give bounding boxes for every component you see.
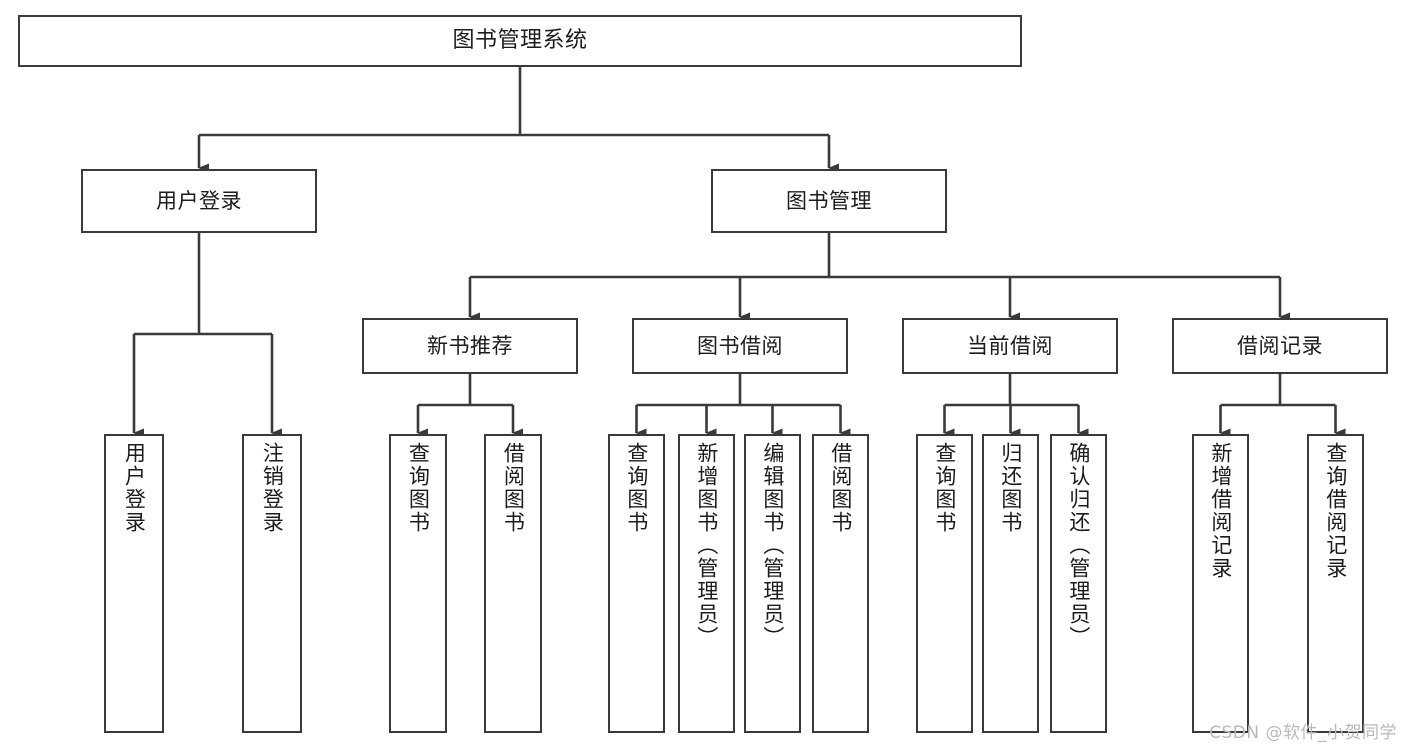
node-label: 新增图书（管理员） — [694, 442, 719, 649]
node-label: 图书管理 — [786, 188, 872, 213]
node-leaf-cb-return[interactable]: 归还图书 — [982, 434, 1039, 733]
node-leaf-rec-query[interactable]: 查询图书 — [389, 434, 447, 733]
node-leaf-bb-borrow[interactable]: 借阅图书 — [812, 434, 869, 733]
node-borrow-record[interactable]: 借阅记录 — [1172, 318, 1388, 374]
node-label: 借阅记录 — [1237, 333, 1323, 358]
node-label: 图书借阅 — [697, 333, 783, 358]
node-label: 编辑图书（管理员） — [760, 442, 785, 649]
node-label: 注销登录 — [260, 442, 285, 534]
node-leaf-user-logout[interactable]: 注销登录 — [242, 434, 302, 733]
node-label: 当前借阅 — [967, 333, 1053, 358]
node-label: 图书管理系统 — [452, 28, 588, 54]
node-user-login[interactable]: 用户登录 — [81, 169, 317, 233]
edge-group — [132, 67, 1346, 438]
node-label: 借阅图书 — [828, 442, 853, 534]
node-book-manage[interactable]: 图书管理 — [711, 169, 947, 233]
node-root[interactable]: 图书管理系统 — [18, 15, 1022, 67]
node-label: 用户登录 — [122, 442, 147, 534]
node-leaf-user-login[interactable]: 用户登录 — [104, 434, 164, 733]
node-leaf-bb-add[interactable]: 新增图书（管理员） — [678, 434, 735, 733]
node-label: 借阅图书 — [501, 442, 526, 534]
node-leaf-cb-confirm[interactable]: 确认归还（管理员） — [1050, 434, 1107, 733]
node-new-book-rec[interactable]: 新书推荐 — [362, 318, 578, 374]
node-label: 确认归还（管理员） — [1066, 442, 1091, 649]
node-label: 新书推荐 — [427, 333, 513, 358]
node-book-borrow[interactable]: 图书借阅 — [632, 318, 848, 374]
node-label: 查询图书 — [406, 442, 431, 534]
node-leaf-bb-query[interactable]: 查询图书 — [608, 434, 665, 733]
node-leaf-cb-query[interactable]: 查询图书 — [916, 434, 973, 733]
node-label: 新增借阅记录 — [1208, 442, 1233, 580]
node-leaf-br-query[interactable]: 查询借阅记录 — [1307, 434, 1364, 733]
watermark-text: CSDN @软件_小贺同学 — [1209, 723, 1397, 743]
node-leaf-br-add[interactable]: 新增借阅记录 — [1192, 434, 1249, 733]
node-label: 用户登录 — [156, 188, 242, 213]
node-label: 查询图书 — [932, 442, 957, 534]
node-leaf-bb-edit[interactable]: 编辑图书（管理员） — [744, 434, 801, 733]
node-leaf-rec-borrow[interactable]: 借阅图书 — [484, 434, 542, 733]
node-label: 查询图书 — [624, 442, 649, 534]
node-label: 查询借阅记录 — [1323, 442, 1348, 580]
node-current-borrow[interactable]: 当前借阅 — [902, 318, 1118, 374]
node-label: 归还图书 — [998, 442, 1023, 534]
